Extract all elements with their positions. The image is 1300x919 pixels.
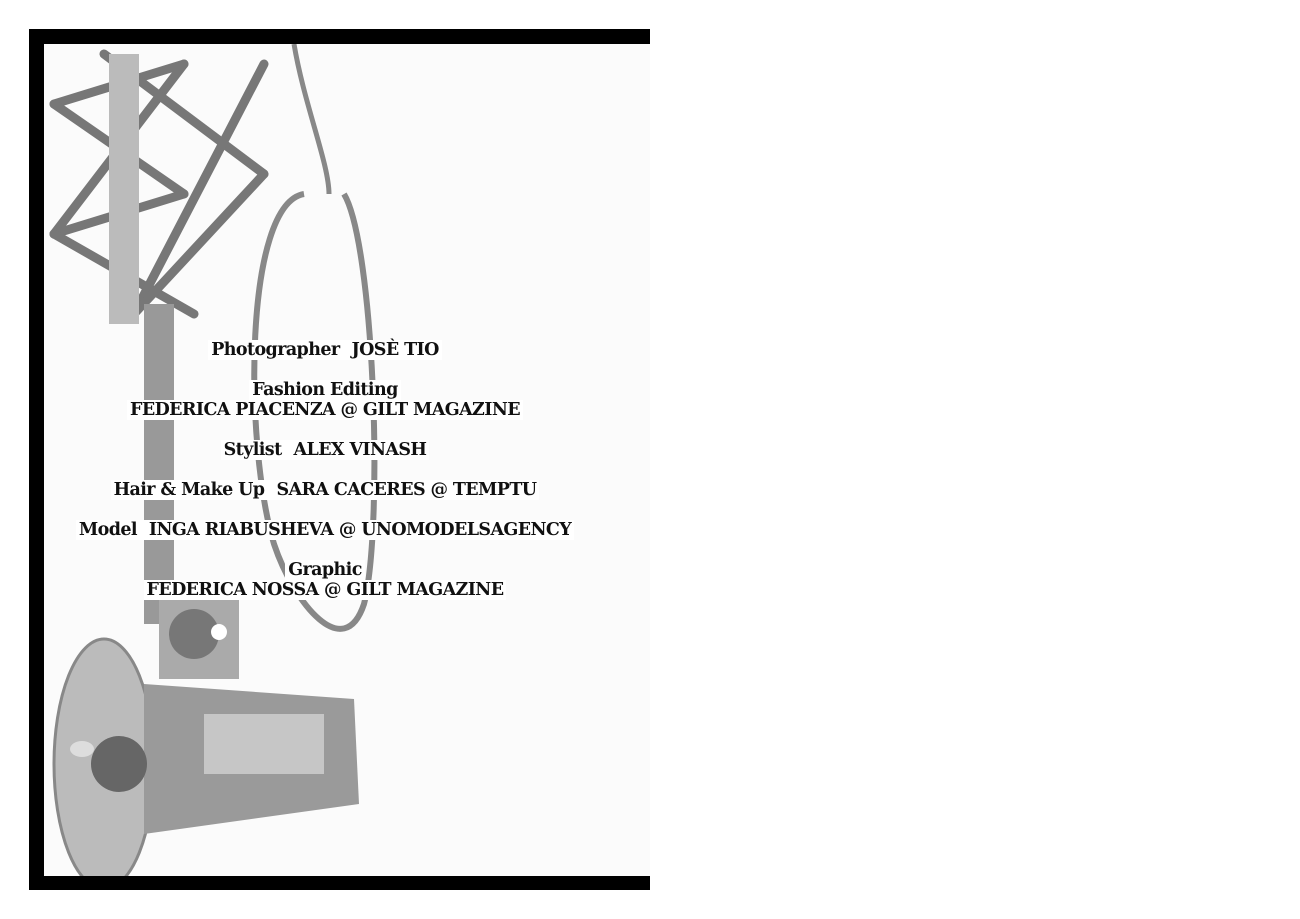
role-label: Stylist: [223, 440, 283, 460]
credit-name: JOSÈ TIO: [351, 340, 439, 360]
role-label: Photographer: [211, 340, 340, 360]
magazine-page: Photographer JOSÈ TIO Fashion Editing FED…: [29, 29, 650, 890]
credit-name: FEDERICA NOSSA @ GILT MAGAZINE: [143, 580, 507, 600]
studio-lamp-photo: [49, 44, 378, 876]
role-label: Fashion Editing: [249, 380, 401, 400]
role-label: Hair & Make Up: [113, 480, 265, 500]
credit-hair-makeup: Hair & Make Up SARA CACERES @ TEMPTU: [44, 480, 650, 500]
credit-photographer: Photographer JOSÈ TIO: [44, 340, 650, 360]
credit-name: FEDERICA PIACENZA @ GILT MAGAZINE: [127, 400, 523, 420]
credit-graphic: Graphic FEDERICA NOSSA @ GILT MAGAZINE: [44, 560, 650, 600]
credit-name: SARA CACERES @ TEMPTU: [276, 480, 537, 500]
credit-name: INGA RIABUSHEVA @ UNOMODELSAGENCY: [148, 520, 572, 540]
page-content: Photographer JOSÈ TIO Fashion Editing FED…: [44, 44, 650, 876]
credit-stylist: Stylist ALEX VINASH: [44, 440, 650, 460]
role-label: Graphic: [285, 560, 365, 580]
credit-name: ALEX VINASH: [293, 440, 427, 460]
credit-model: Model INGA RIABUSHEVA @ UNOMODELSAGENCY: [44, 520, 650, 540]
role-label: Model: [78, 520, 138, 540]
credit-fashion-editing: Fashion Editing FEDERICA PIACENZA @ GILT…: [44, 380, 650, 420]
